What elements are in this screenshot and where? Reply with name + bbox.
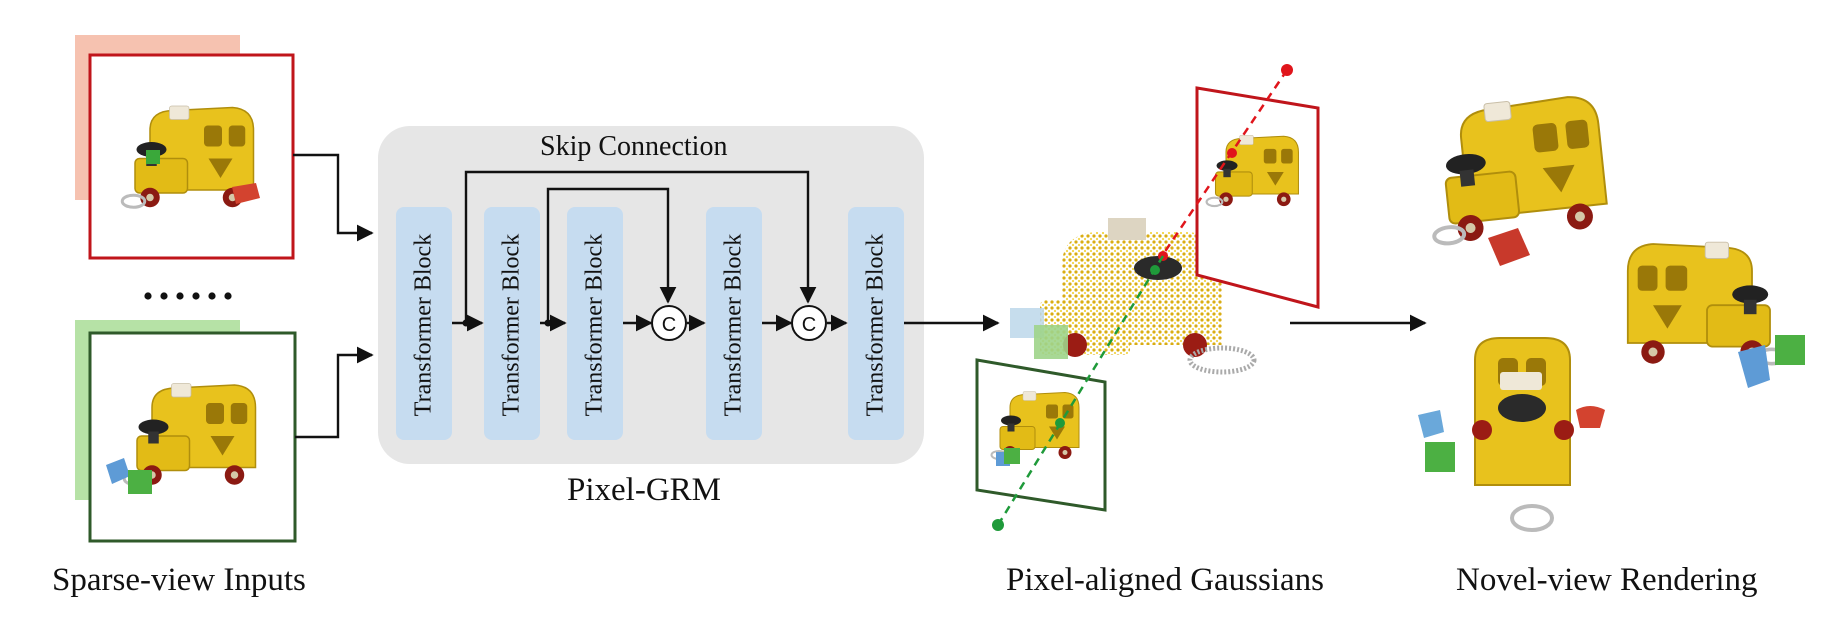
input-view-top: [75, 35, 295, 260]
camera-view-red: [1195, 86, 1320, 309]
transformer-block-label: Transformer Block: [582, 234, 608, 416]
pixel-aligned-gaussians-caption: Pixel-aligned Gaussians: [1006, 562, 1325, 598]
skip-connections: [464, 170, 817, 323]
ray-green: [996, 255, 1165, 526]
transformer-block-label: Transformer Block: [863, 234, 889, 416]
gaussian-point-cloud: [1010, 218, 1257, 375]
render-view-2: [1625, 240, 1805, 388]
transformer-block-label: Transformer Block: [499, 234, 525, 416]
input-view-bottom: [75, 320, 297, 543]
concat-node: C: [791, 305, 827, 341]
svg-text:C: C: [662, 314, 676, 336]
concat-node: C: [651, 305, 687, 341]
pixel-grm-label: Pixel-GRM: [567, 472, 722, 508]
ray-red: [1160, 69, 1289, 257]
ray-origin-green: [992, 519, 1004, 531]
sparse-view-inputs-caption: Sparse-view Inputs: [52, 562, 306, 598]
input-ellipsis: [144, 292, 232, 300]
transformer-block-3: [567, 207, 623, 440]
render-view-3: [1418, 337, 1605, 532]
transformer-block-2: [484, 207, 540, 440]
transformer-block-4: [706, 207, 762, 440]
render-view-1: [1419, 90, 1612, 266]
camera-view-green: [975, 358, 1107, 512]
transformer-block-label: Transformer Block: [411, 234, 437, 416]
transformer-block-label: Transformer Block: [721, 234, 747, 416]
skip-connection-label: Skip Connection: [540, 131, 728, 162]
transformer-block-5: [848, 207, 904, 440]
ray-origin-red: [1281, 64, 1293, 76]
svg-text:C: C: [802, 314, 816, 336]
pixel-grm-panel: [378, 126, 924, 464]
novel-view-rendering-caption: Novel-view Rendering: [1456, 562, 1758, 598]
transformer-block-1: [396, 207, 452, 440]
